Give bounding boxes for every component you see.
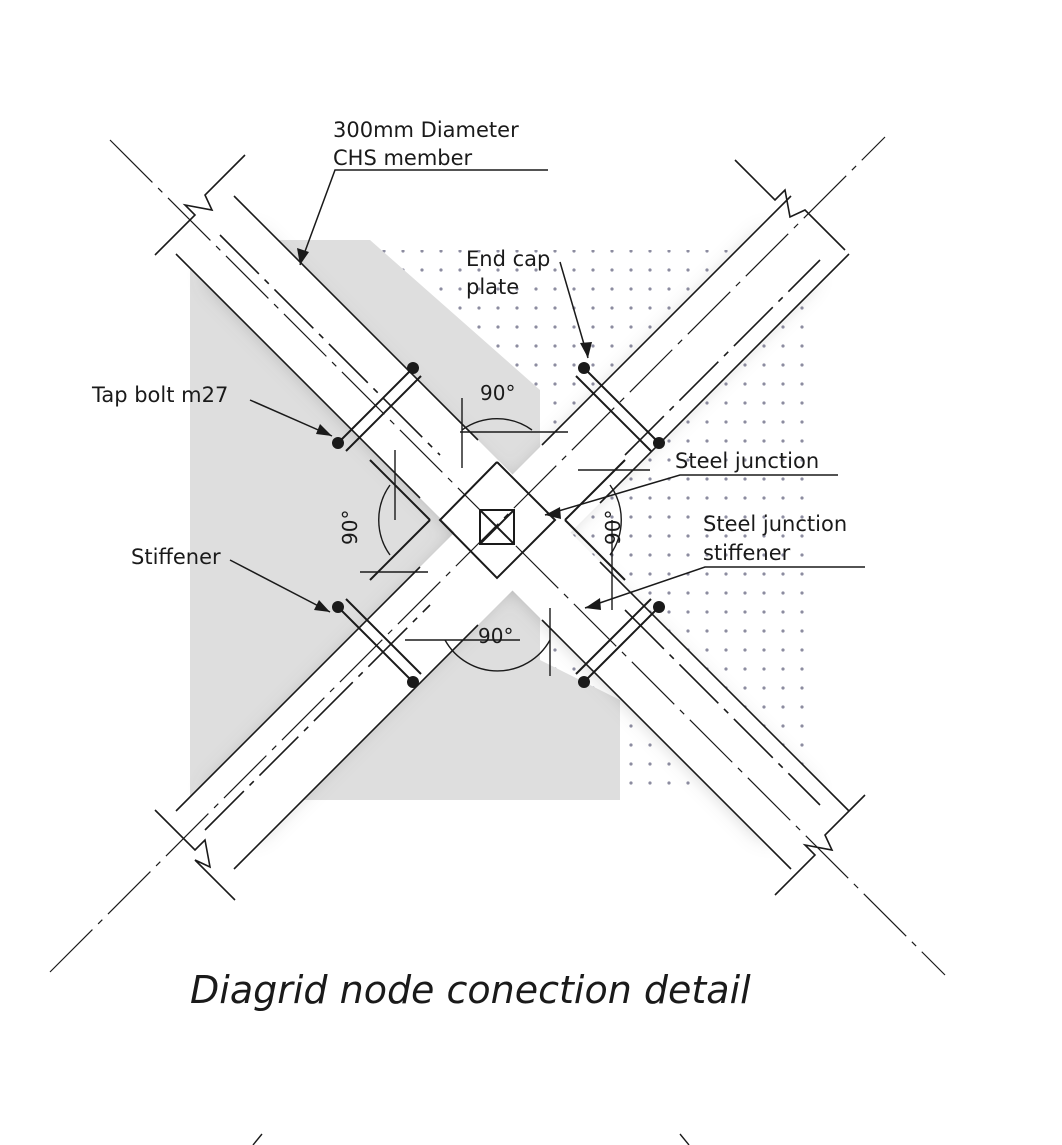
chs-member-label-line2: CHS member [333,146,473,170]
end-cap-label-line2: plate [466,275,519,299]
chs-members [176,196,849,869]
leader-arrowheads [297,248,601,612]
grey-shadow-area [190,240,620,800]
chs-member-label-line1: 300mm Diameter [333,118,519,142]
cropped-edge-marks [252,1133,690,1145]
break-lines [154,154,866,901]
angle-bottom-label: 90° [478,624,513,648]
angle-right-label: 90° [601,510,625,545]
angle-top-label: 90° [480,381,515,405]
caption: Diagrid node conection detail [190,968,751,1012]
end-cap-plates [337,367,660,683]
member-edges [175,195,850,870]
angle-dimensions [360,398,650,676]
tap-bolt-label: Tap bolt m27 [91,383,228,407]
junction-stiffener-label-line2: stiffener [703,541,791,565]
junction-stiffener-label-line1: Steel junction [703,512,847,536]
leader-lines [229,169,865,613]
end-cap-label-line1: End cap [466,247,550,271]
center-lines [49,136,946,976]
angle-left-label: 90° [338,510,362,545]
tap-bolt-icons [332,362,665,688]
stiffener-label: Stiffener [131,545,221,569]
steel-junction-label: Steel junction [675,449,819,473]
